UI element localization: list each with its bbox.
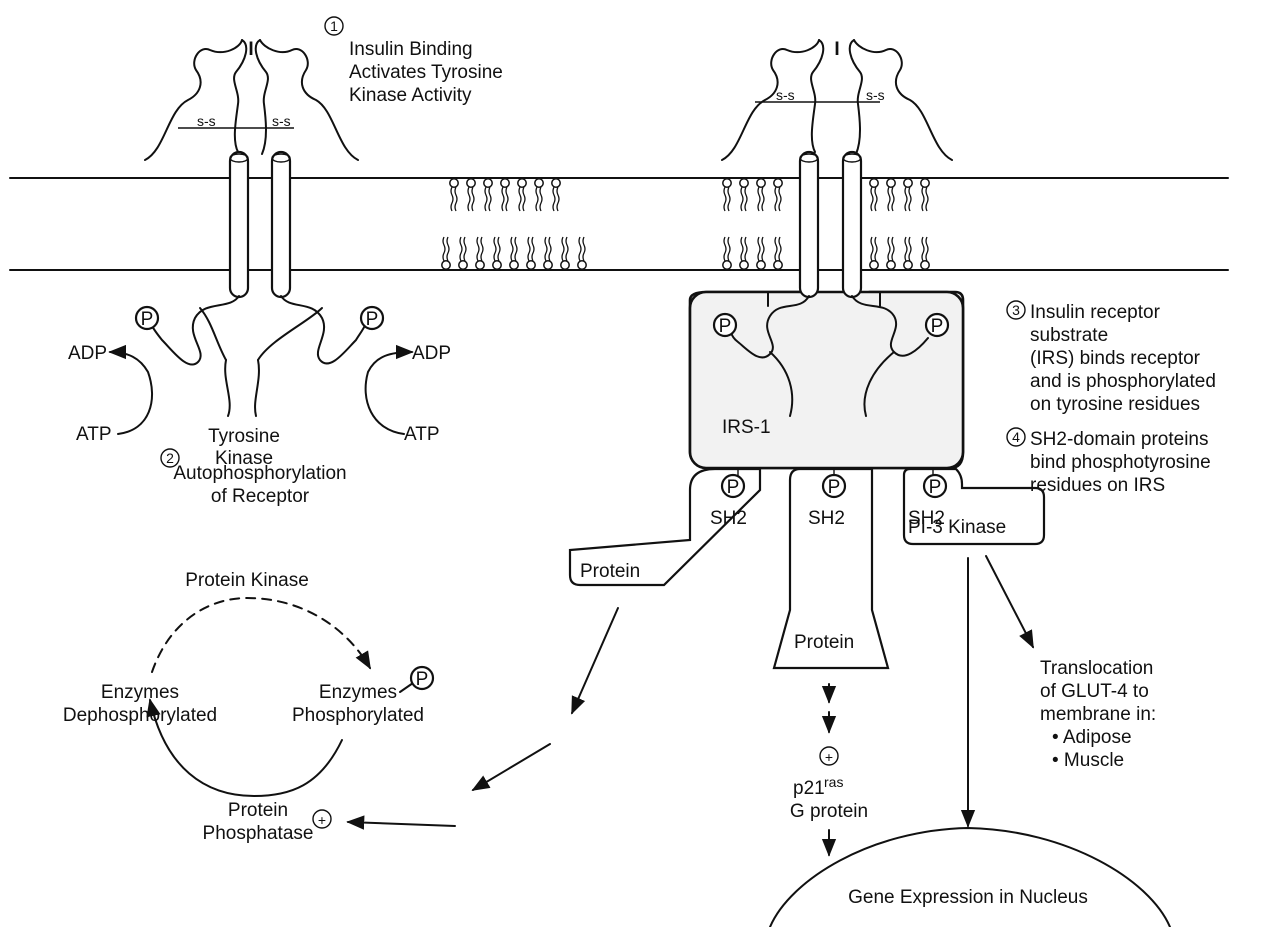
adp-label: ADP: [412, 343, 451, 364]
disulfide-bond-label: s-s: [272, 113, 291, 129]
atp-label: ATP: [76, 424, 112, 445]
enzymes-phosphorylated-label: Phosphorylated: [292, 705, 424, 726]
activation-plus-icon: +: [313, 810, 331, 828]
adp-label: ADP: [68, 343, 107, 364]
protein-label: Protein: [794, 632, 854, 653]
svg-text:SH2-domain proteins: SH2-domain proteins: [1030, 429, 1208, 450]
cell-membrane: [10, 178, 1228, 270]
nucleus-label: Gene Expression in Nucleus: [848, 887, 1088, 908]
svg-text:of GLUT-4 to: of GLUT-4 to: [1040, 681, 1149, 702]
svg-text:bind phosphotyrosine: bind phosphotyrosine: [1030, 452, 1211, 473]
phosphate-marker: P: [714, 314, 736, 337]
enzymes-dephosphorylated-label: Dephosphorylated: [63, 705, 217, 726]
irs-1-complex: P P IRS-1: [690, 152, 963, 468]
sh2-protein-left: P SH2 Protein: [570, 468, 760, 585]
step-3-annotation: 3 Insulin receptor substrate (IRS) binds…: [1007, 301, 1216, 415]
svg-text:P: P: [929, 477, 942, 498]
insulin-receptor-right: s-s s-s I: [722, 39, 952, 160]
step-4-annotation: 4 SH2-domain proteins bind phosphotyrosi…: [1007, 428, 1211, 496]
svg-text:residues on IRS: residues on IRS: [1030, 475, 1165, 496]
protein-phosphatase-label: Protein: [228, 800, 288, 821]
svg-text:• Adipose: • Adipose: [1052, 727, 1132, 748]
svg-text:Insulin Binding: Insulin Binding: [349, 39, 473, 60]
pi3-kinase-protein: P SH2 PI-3 Kinase: [904, 468, 1044, 544]
svg-text:+: +: [318, 812, 326, 828]
sh2-protein-center: P SH2 Protein: [774, 468, 888, 668]
svg-text:of Receptor: of Receptor: [211, 486, 310, 507]
svg-text:Insulin receptor: Insulin receptor: [1030, 302, 1161, 323]
sh2-label: SH2: [710, 508, 747, 529]
svg-text:Translocation: Translocation: [1040, 658, 1153, 679]
protein-label: Protein: [580, 561, 640, 582]
step-number: 1: [330, 18, 338, 34]
glut4-translocation-text: Translocation of GLUT-4 to membrane in: …: [1040, 658, 1156, 771]
arrow-to-phosphatase: [473, 744, 550, 790]
lipid-bilayer-center: [442, 179, 586, 269]
phosphate-marker: P: [361, 307, 383, 330]
svg-text:Autophosphorylation: Autophosphorylation: [173, 463, 346, 484]
protein-kinase-label: Protein Kinase: [185, 570, 309, 591]
irs-1-label: IRS-1: [722, 417, 771, 438]
insulin-symbol: I: [834, 39, 839, 60]
tyrosine-kinase-label: Tyrosine: [208, 426, 280, 447]
activation-plus-icon: +: [820, 747, 838, 765]
svg-text:P: P: [719, 316, 732, 337]
svg-text:on tyrosine residues: on tyrosine residues: [1030, 394, 1200, 415]
lipid-bilayer-right-b: [870, 179, 929, 269]
atp-label: ATP: [404, 424, 440, 445]
enzymes-dephosphorylated-label: Enzymes: [101, 682, 179, 703]
p21-ras-label: p21: [793, 778, 825, 799]
pi3-kinase-label: PI-3 Kinase: [908, 517, 1006, 538]
lipid-bilayer-right-a: [723, 179, 782, 269]
step-number: 4: [1012, 429, 1020, 445]
svg-text:P: P: [828, 477, 841, 498]
arrow-to-glut4: [986, 556, 1033, 647]
disulfide-bond-label: s-s: [866, 87, 885, 103]
ras-superscript: ras: [824, 774, 843, 790]
svg-text:Kinase Activity: Kinase Activity: [349, 85, 472, 106]
svg-text:P: P: [931, 316, 944, 337]
step-1-annotation: 1 Insulin Binding Activates Tyrosine Kin…: [325, 17, 503, 106]
svg-text:(IRS) binds receptor: (IRS) binds receptor: [1030, 348, 1201, 369]
phosphate-marker: P: [400, 667, 433, 692]
enzymes-phosphorylated-label: Enzymes: [319, 682, 397, 703]
ras-pathway: + p21 ras G protein: [790, 684, 868, 855]
protein-phosphatase-label: Phosphatase: [203, 823, 314, 844]
disulfide-bond-label: s-s: [776, 87, 795, 103]
phosphate-marker: P: [136, 307, 158, 330]
g-protein-label: G protein: [790, 801, 868, 822]
svg-text:membrane in:: membrane in:: [1040, 704, 1156, 725]
svg-text:and is phosphorylated: and is phosphorylated: [1030, 371, 1216, 392]
arrow-to-phosphatase: [572, 608, 618, 713]
phosphate-marker: P: [926, 314, 948, 337]
svg-text:P: P: [141, 309, 154, 330]
arrow-to-phosphatase: [348, 822, 455, 826]
svg-text:P: P: [366, 309, 379, 330]
svg-text:+: +: [825, 749, 833, 765]
svg-text:• Muscle: • Muscle: [1052, 750, 1124, 771]
disulfide-bond-label: s-s: [197, 113, 216, 129]
sh2-label: SH2: [808, 508, 845, 529]
svg-text:P: P: [416, 669, 429, 690]
svg-text:P: P: [727, 477, 740, 498]
svg-text:Activates Tyrosine: Activates Tyrosine: [349, 62, 503, 83]
step-number: 3: [1012, 302, 1020, 318]
phosphorylation-cycle: Protein Kinase Enzymes Dephosphorylated …: [63, 570, 433, 844]
svg-text:substrate: substrate: [1030, 325, 1108, 346]
insulin-symbol: I: [248, 39, 253, 60]
